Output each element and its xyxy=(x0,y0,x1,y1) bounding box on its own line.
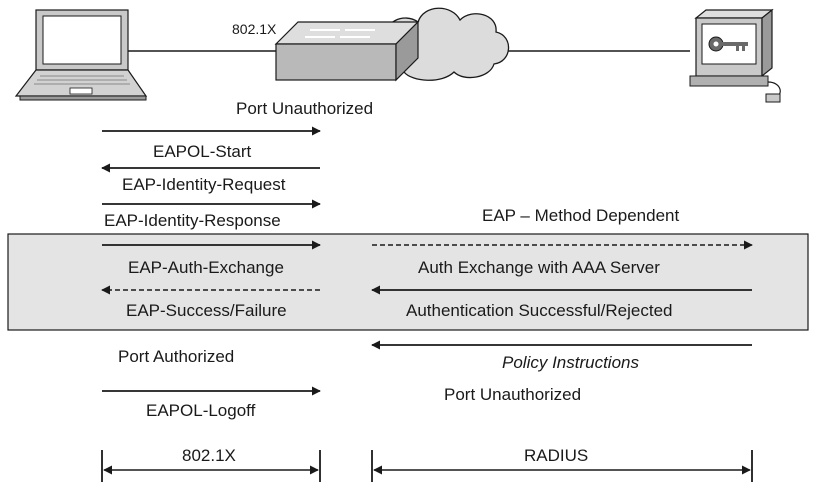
label-eap-auth-exchange: EAP-Auth-Exchange xyxy=(128,258,284,277)
label-eap-identity-request: EAP-Identity-Request xyxy=(122,175,286,194)
span-8021x xyxy=(101,450,321,482)
segment-label-8021x: 802.1X xyxy=(182,446,236,465)
segment-label-radius: RADIUS xyxy=(524,446,589,465)
label-port-unauthorized-bottom: Port Unauthorized xyxy=(444,385,582,404)
label-eapol-logoff: EAPOL-Logoff xyxy=(146,401,256,420)
label-port-authorized: Port Authorized xyxy=(118,347,235,366)
label-eapol-start: EAPOL-Start xyxy=(153,142,252,161)
switch-icon xyxy=(274,20,420,82)
label-auth-success-rejected: Authentication Successful/Rejected xyxy=(406,301,673,320)
link-label-8021x: 802.1X xyxy=(232,21,277,37)
label-eap-success-failure: EAP-Success/Failure xyxy=(126,301,287,320)
label-auth-exchange-aaa: Auth Exchange with AAA Server xyxy=(418,258,660,277)
label-port-unauthorized-top: Port Unauthorized xyxy=(236,99,374,118)
label-eap-identity-response: EAP-Identity-Response xyxy=(104,211,281,230)
key-icon xyxy=(708,36,748,52)
span-radius xyxy=(371,450,753,482)
laptop-icon xyxy=(14,9,148,101)
label-policy-instructions: Policy Instructions xyxy=(502,353,639,372)
server-icon xyxy=(689,8,781,103)
label-eap-method-dependent: EAP – Method Dependent xyxy=(482,206,680,225)
auth-exchange-band xyxy=(7,233,809,331)
